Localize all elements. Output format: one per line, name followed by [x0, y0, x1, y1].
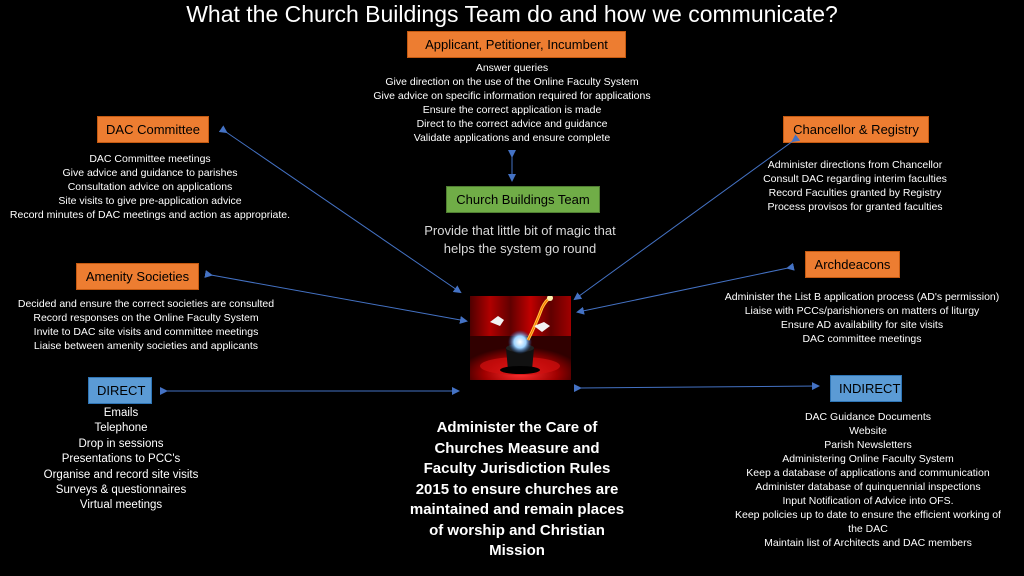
mission-line: Administer the Care of: [436, 419, 598, 436]
indirect-line: Parish Newsletters: [824, 439, 912, 451]
chancellor-line: Administer directions from Chancellor: [767, 159, 943, 171]
arrow-archdeacons: [576, 262, 795, 315]
applicant-line: Give advice on specific information requ…: [373, 90, 651, 102]
mission-line: maintained and remain places: [409, 501, 625, 518]
direct-line: Surveys & questionnaires: [55, 484, 187, 497]
dac-line: Give advice and guidance to parishes: [62, 167, 238, 179]
archdeacons-line: Liaise with PCCs/parishioners on matters…: [744, 305, 980, 317]
amenity-line: Liaise between amenity societies and app…: [33, 340, 259, 352]
indirect-line: the DAC: [848, 523, 888, 535]
amenity-line: Invite to DAC site visits and committee …: [33, 326, 259, 338]
applicant-box: Applicant, Petitioner, Incumbent: [407, 31, 626, 58]
archdeacons-line: Ensure AD availability for site visits: [780, 319, 944, 331]
magic-line: Provide that little bit of magic that: [424, 223, 616, 238]
chancellor-line: Consult DAC regarding interim faculties: [763, 173, 947, 185]
amenity-societies-box: Amenity Societies: [76, 263, 199, 290]
arrow-indirect: [573, 382, 820, 393]
direct-line: Virtual meetings: [79, 499, 163, 512]
dac-committee-box: DAC Committee: [97, 116, 209, 143]
chancellor-line: Process provisos for granted faculties: [767, 201, 943, 213]
applicant-line: Give direction on the use of the Online …: [385, 76, 639, 88]
amenity-line: Record responses on the Online Faculty S…: [33, 312, 259, 324]
direct-line: Drop in sessions: [78, 437, 164, 450]
applicant-text: Answer queries Give direction on the use…: [352, 61, 672, 145]
applicant-line: Answer queries: [475, 62, 549, 74]
magic-hat-image: [470, 296, 571, 380]
applicant-line: Ensure the correct application is made: [422, 104, 602, 116]
mission-statement: Administer the Care of Churches Measure …: [402, 418, 632, 562]
archdeacons-box: Archdeacons: [805, 251, 900, 278]
chancellor-line: Record Faculties granted by Registry: [768, 187, 942, 199]
arrow-dac: [218, 125, 462, 294]
direct-text: Emails Telephone Drop in sessions Presen…: [21, 406, 221, 514]
archdeacons-line: DAC committee meetings: [802, 333, 922, 345]
direct-line: Emails: [103, 407, 139, 419]
page-title: What the Church Buildings Team do and ho…: [186, 1, 838, 27]
mission-line: 2015 to ensure churches are: [415, 480, 619, 498]
indirect-line: Administer database of quinquennial insp…: [755, 481, 981, 493]
magic-text: Provide that little bit of magic that he…: [390, 222, 650, 258]
dac-line: Site visits to give pre-application advi…: [58, 195, 242, 207]
indirect-line: Keep a database of applications and comm…: [746, 467, 990, 479]
mission-line: Churches Measure and: [434, 439, 600, 457]
indirect-line: DAC Guidance Documents: [804, 411, 932, 423]
direct-line: Telephone: [94, 422, 148, 435]
arrow-chancellor: [573, 134, 801, 301]
indirect-line: Input Notification of Advice into OFS.: [782, 495, 954, 507]
dac-line: Consultation advice on applications: [67, 181, 233, 193]
magic-line: helps the system go round: [443, 241, 597, 256]
indirect-box: INDIRECT: [830, 375, 902, 402]
mission-line: Mission: [489, 542, 545, 559]
indirect-line: Maintain list of Architects and DAC memb…: [764, 537, 972, 549]
chancellor-registry-box: Chancellor & Registry: [783, 116, 929, 143]
dac-line: DAC Committee meetings: [89, 153, 211, 165]
indirect-text: DAC Guidance Documents Website Parish Ne…: [718, 410, 1018, 550]
direct-box: DIRECT: [88, 377, 152, 404]
direct-line: Presentations to PCC's: [61, 453, 181, 466]
direct-line: Organise and record site visits: [43, 468, 199, 481]
applicant-line: Direct to the correct advice and guidanc…: [416, 118, 608, 130]
indirect-line: Keep policies up to date to ensure the e…: [735, 509, 1001, 521]
chancellor-text: Administer directions from Chancellor Co…: [740, 158, 970, 214]
indirect-line: Administering Online Faculty System: [782, 453, 954, 465]
mission-line: of worship and Christian: [429, 521, 605, 539]
arrow-amenity: [204, 269, 468, 324]
mission-line: Faculty Jurisdiction Rules: [423, 460, 611, 477]
indirect-line: Website: [849, 425, 887, 437]
applicant-line: Validate applications and ensure complet…: [413, 132, 611, 144]
